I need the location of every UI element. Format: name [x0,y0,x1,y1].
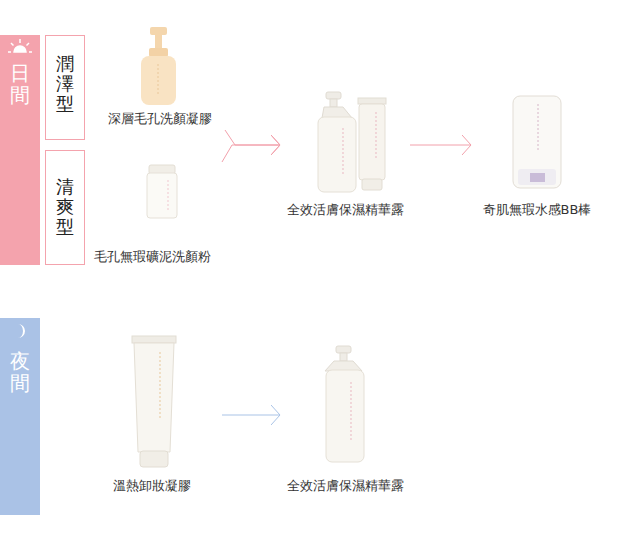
bottle-print [343,128,344,175]
product-name: 全效活膚保濕精華露 [287,201,404,219]
tube-crimp [358,98,386,104]
bottle-print [168,180,169,210]
tube-body [134,343,174,452]
moon-icon [18,324,25,338]
product-item: 奇肌無瑕水感BB棒 [472,90,602,223]
pump-neck [340,353,347,361]
tube-cap [362,179,382,190]
vertical-label: 夜間 [10,350,30,394]
sun-ray [27,43,30,46]
essence-bottle [318,92,356,192]
tube-print [376,112,377,160]
flow-arrow [410,145,471,146]
product-name: 全效活膚保濕精華露 [287,477,404,495]
tube-body [359,104,385,180]
night-band: 夜間 [0,318,40,515]
bottle-print [158,64,159,96]
stick-print [538,104,539,150]
pump-head [336,346,351,353]
bb-stick [513,96,561,188]
product-name: 溫熱卸妝凝膠 [88,477,216,495]
type-box: 潤澤型 [45,35,85,140]
bottle-body [318,117,356,192]
day-band: 日間 [0,35,40,265]
product-name: 毛孔無瑕礦泥洗顏粉 [88,248,216,266]
sun-ray [8,51,11,53]
pump-neck [155,35,162,49]
product-item: 全效活膚保濕精華露 [281,95,410,223]
sun-ray [29,51,32,53]
flow-arrow [222,145,280,162]
powder-bottle [147,165,177,218]
flow-arrow [225,130,280,145]
sun-ray [11,43,14,46]
product-name: 深層毛孔洗顏凝膠 [101,110,219,128]
bottle-shoulder [322,107,352,118]
vertical-label: 日間 [10,62,30,106]
product-name: 奇肌無瑕水感BB棒 [478,201,596,219]
bottle-collar [149,48,168,57]
tube-crimp [132,336,176,343]
bottle-body [141,56,176,105]
stick-body [513,96,561,188]
pump-neck [330,99,337,107]
pump-head [326,92,341,99]
cream-tube [358,98,386,190]
sun-icon [8,39,32,52]
essence-bottle [325,346,364,462]
product-item: 全效活膚保濕精華露 [281,340,410,499]
bottle-body [147,173,177,218]
tube-cap [140,451,168,467]
product-item: 溫熱卸妝凝膠 [82,330,222,499]
type-box: 清爽型 [45,150,85,265]
pump-bottle [141,27,176,105]
flow-arrow [222,415,280,416]
cleansing-tube [132,336,176,467]
product-item: 深層毛孔洗顏凝膠 [95,22,225,132]
tube-print [160,352,161,420]
sun-ray [19,39,21,43]
sun-disc [14,46,26,52]
vertical-label: 潤澤型 [56,54,74,113]
bottle-body [326,370,364,462]
stick-product [530,173,545,182]
vertical-label: 清爽型 [56,177,74,236]
stick-window [518,169,556,185]
bottle-print [351,382,352,440]
pump-head [150,27,167,35]
product-item: 毛孔無瑕礦泥洗顏粉 [82,160,222,270]
